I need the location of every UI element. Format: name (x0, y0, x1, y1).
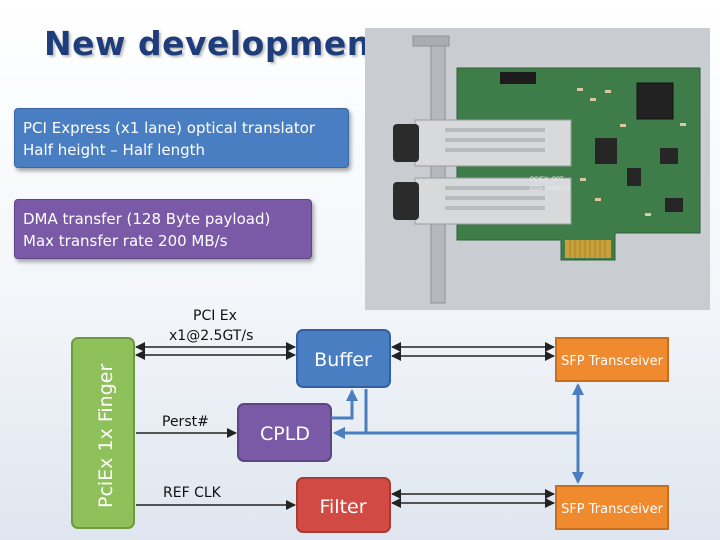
dust-plug-top (393, 124, 419, 162)
block-diagram: PciEx 1x Finger PCI Ex x1@2.5GT/s Perst#… (71, 308, 669, 533)
cpld-label: CPLD (260, 423, 310, 445)
cpld-block (237, 403, 332, 462)
board-photo: PCIEX_OPT EDA-01404-V1 (365, 28, 710, 310)
sfp-bottom-label: SFP Transceiver (561, 502, 664, 517)
sfp-cage-bottom (414, 177, 572, 225)
dma-info-line2: Max transfer rate 200 MB/s (23, 232, 228, 250)
slide-title: New development (44, 24, 388, 63)
cpld-chip (636, 82, 674, 120)
sfp-transceiver-bottom (555, 485, 669, 530)
pci-express-info-line1: PCI Express (x1 lane) optical translator (23, 119, 316, 137)
buffer-block (296, 329, 391, 388)
dust-plug-bottom (393, 182, 419, 220)
sfp-transceiver-top (555, 337, 669, 382)
cpld-buffer-arrow (331, 389, 358, 420)
buffer-label: Buffer (314, 349, 372, 371)
dma-info-box: DMA transfer (128 Byte payload) Max tran… (14, 199, 312, 259)
pciex-speed-label-1: PCI Ex (193, 308, 237, 324)
buffer-chip (595, 138, 617, 164)
pci-express-info-line2: Half height – Half length (23, 141, 206, 159)
perst-label: Perst# (162, 414, 209, 430)
gold-fingers (565, 240, 611, 258)
sfp-top-label: SFP Transceiver (561, 354, 664, 369)
connector-header (500, 72, 536, 84)
filter-label: Filter (319, 496, 366, 518)
dma-info-line1: DMA transfer (128 Byte payload) (23, 210, 271, 228)
pciex-finger-label: PciEx 1x Finger (95, 364, 117, 508)
sfp-cage-top (414, 119, 572, 167)
pciex-speed-label-2: x1@2.5GT/s (169, 328, 253, 344)
ref-clk-label: REF CLK (163, 485, 222, 501)
mounting-bracket (430, 37, 446, 304)
board-code: EDA-01404-V1 (530, 186, 571, 192)
board-label: PCIEX_OPT (530, 177, 564, 183)
pci-express-info-box: PCI Express (x1 lane) optical translator… (14, 108, 349, 168)
filter-block (296, 477, 391, 533)
pciex-finger-block (71, 337, 135, 529)
